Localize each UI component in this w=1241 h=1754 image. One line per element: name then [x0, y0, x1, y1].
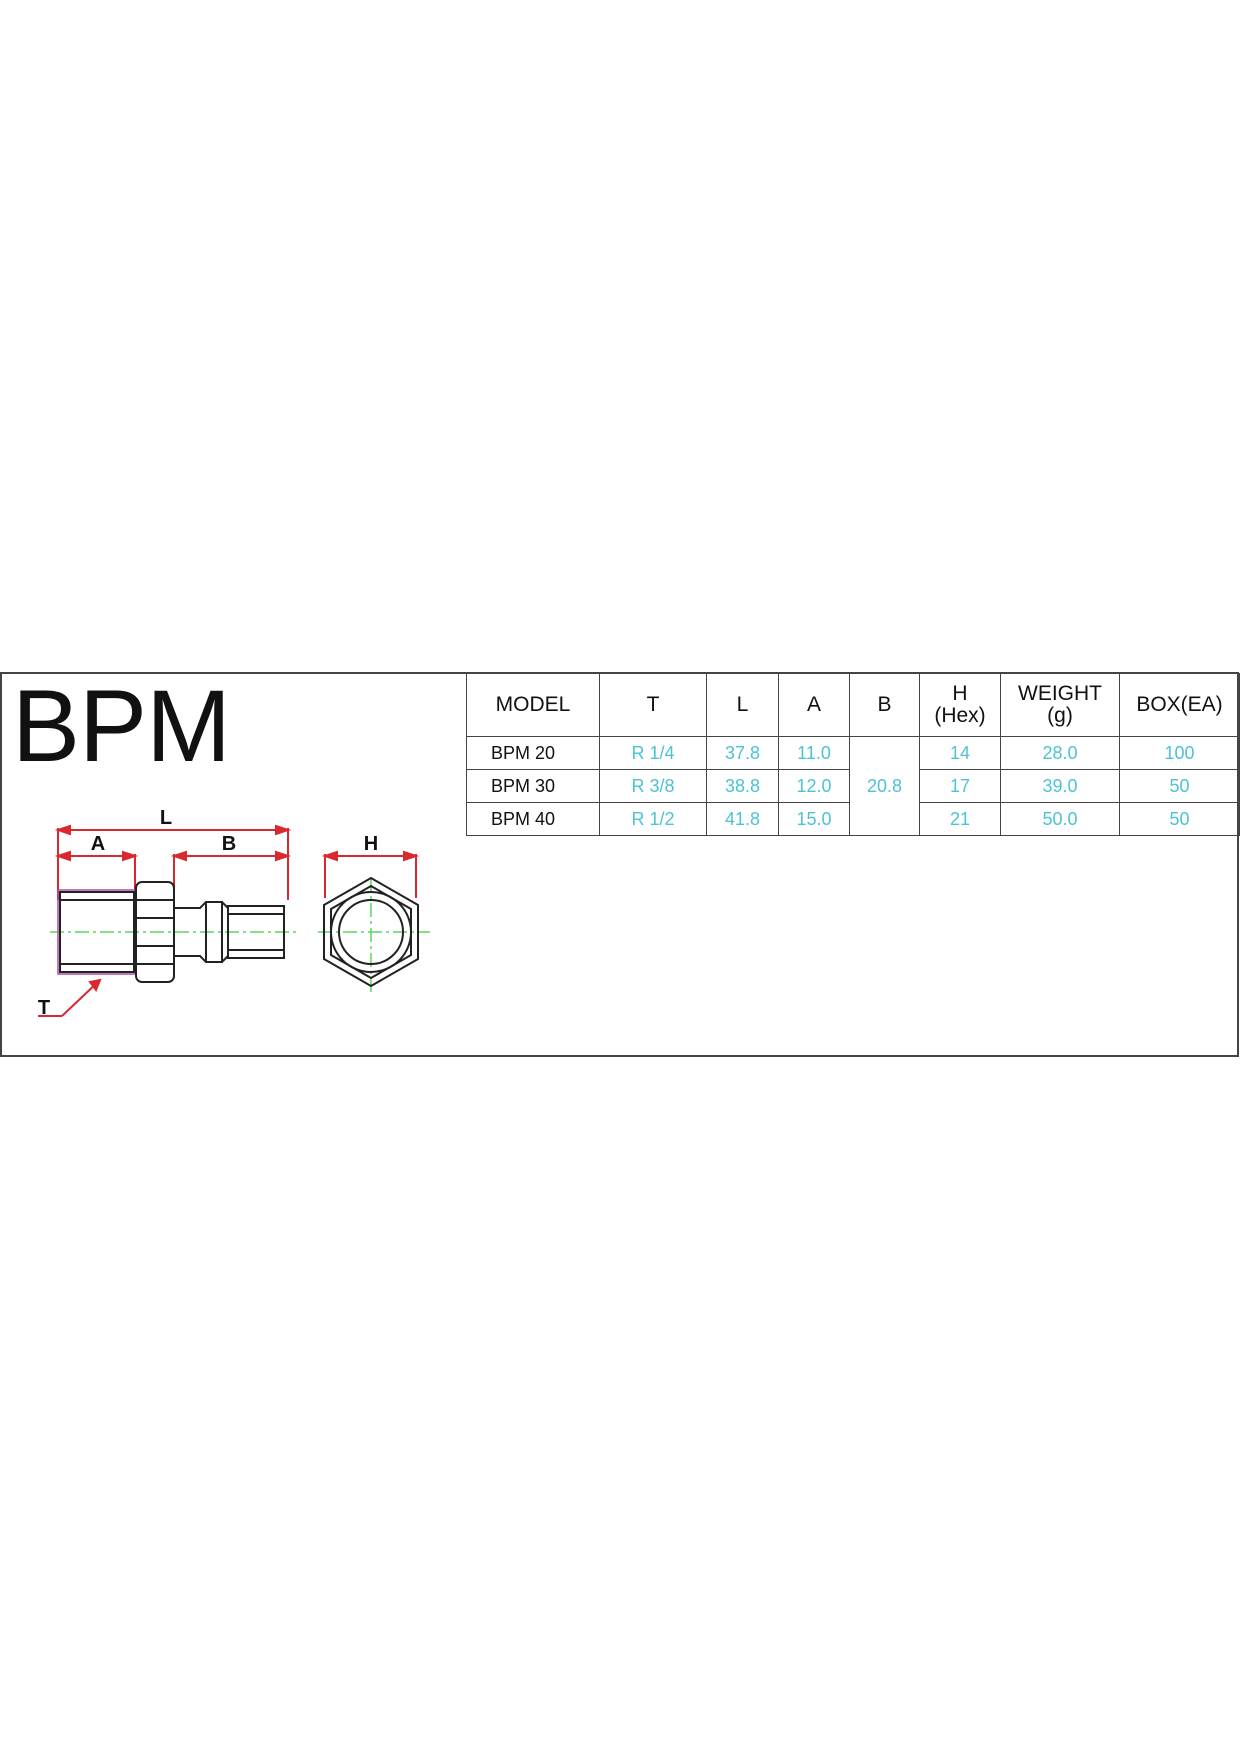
cell-box: 50 [1119, 769, 1240, 803]
header-a: A [778, 673, 850, 737]
header-model: MODEL [466, 673, 600, 737]
header-h: H(Hex) [919, 673, 1001, 737]
cell-t: R 1/2 [599, 802, 707, 836]
cell-h: 17 [919, 769, 1001, 803]
cell-t: R 3/8 [599, 769, 707, 803]
cell-b-shared: 20.8 [849, 736, 920, 836]
table-row: BPM 30 R 3/8 38.8 12.0 17 39.0 50 [466, 769, 1240, 803]
header-weight-line2: (g) [1047, 704, 1073, 727]
cell-h: 21 [919, 802, 1001, 836]
cell-model: BPM 20 [466, 736, 600, 770]
plug-side-view [57, 881, 285, 983]
label-l: L [160, 807, 172, 829]
cell-weight: 28.0 [1000, 736, 1120, 770]
label-b: B [222, 833, 236, 855]
cell-l: 38.8 [706, 769, 779, 803]
header-t: T [599, 673, 707, 737]
cell-weight: 39.0 [1000, 769, 1120, 803]
header-b: B [849, 673, 920, 737]
table-row: BPM 20 R 1/4 37.8 11.0 20.8 14 28.0 100 [466, 736, 1240, 836]
cell-weight: 50.0 [1000, 802, 1120, 836]
dimension-drawing: L A B H T [38, 807, 430, 1019]
cell-t: R 1/4 [599, 736, 707, 770]
cell-model: BPM 30 [466, 769, 600, 803]
label-a: A [91, 833, 105, 855]
header-h-line2: (Hex) [934, 704, 986, 727]
cell-box: 50 [1119, 802, 1240, 836]
cell-l: 41.8 [706, 802, 779, 836]
hex-end-view [323, 876, 419, 988]
header-h-line1: H [952, 681, 968, 705]
cell-model: BPM 40 [466, 802, 600, 836]
label-h: H [364, 833, 378, 855]
label-t: T [38, 997, 50, 1019]
cell-a: 11.0 [778, 736, 850, 770]
table-row: BPM 40 R 1/2 41.8 15.0 21 50.0 50 [466, 802, 1240, 836]
header-box: BOX(EA) [1119, 673, 1240, 737]
cell-l: 37.8 [706, 736, 779, 770]
spec-table: MODEL T L A B H(Hex) WEIGHT(g) BOX(EA) B… [466, 673, 1240, 836]
header-l: L [706, 673, 779, 737]
product-title: BPM [12, 669, 231, 783]
cell-box: 100 [1119, 736, 1240, 770]
header-weight: WEIGHT(g) [1000, 673, 1120, 737]
cell-a: 15.0 [778, 802, 850, 836]
cell-a: 12.0 [778, 769, 850, 803]
table-header-row: MODEL T L A B H(Hex) WEIGHT(g) BOX(EA) [466, 673, 1240, 737]
cell-h: 14 [919, 736, 1001, 770]
header-weight-line1: WEIGHT [1018, 681, 1102, 705]
